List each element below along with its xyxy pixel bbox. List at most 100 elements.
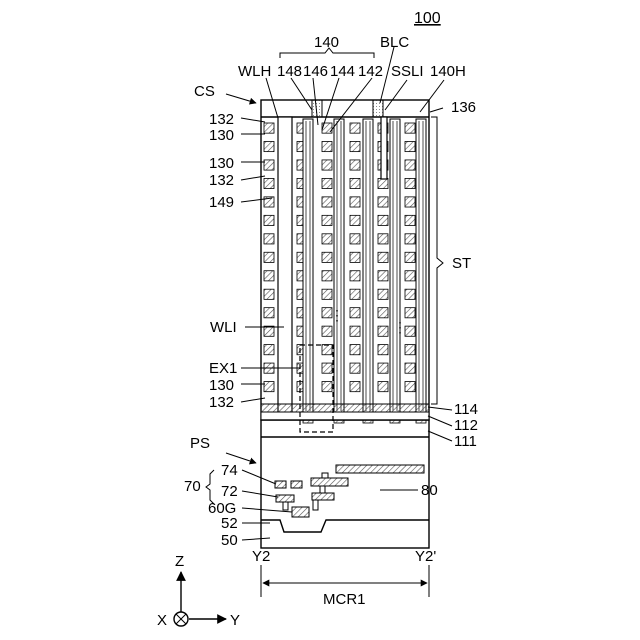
gate-electrode	[322, 271, 332, 281]
label-130-low: 130	[209, 377, 234, 394]
layer-112	[261, 412, 429, 420]
leader-111	[428, 431, 452, 441]
gate-electrode	[350, 178, 360, 188]
gate-electrode	[322, 197, 332, 207]
gate-electrode	[322, 234, 332, 244]
gate-electrode	[264, 345, 274, 355]
gate-electrode	[350, 363, 360, 373]
gate-electrode	[350, 160, 360, 170]
gate-electrode	[264, 178, 274, 188]
gate-electrode	[264, 308, 274, 318]
label-52: 52	[221, 515, 238, 532]
axis-label-y: Y	[230, 612, 240, 629]
gate-electrode	[350, 141, 360, 151]
gate-electrode	[405, 160, 415, 170]
wiring-line-72b	[276, 495, 294, 502]
label-ps: PS	[190, 435, 210, 452]
gate-electrode	[264, 382, 274, 392]
channel-structure	[390, 119, 400, 413]
label-wlh: WLH	[238, 63, 271, 80]
label-132-low: 132	[209, 394, 234, 411]
gate-electrode	[378, 308, 388, 318]
gate-60g	[292, 507, 309, 517]
leader-114	[428, 407, 452, 410]
gate-electrode	[264, 160, 274, 170]
gate-electrode	[350, 234, 360, 244]
leader-74	[242, 470, 276, 484]
label-146: 146	[303, 63, 328, 80]
label-blc: BLC	[380, 34, 409, 51]
gate-electrode	[405, 271, 415, 281]
channel-structure	[363, 119, 373, 413]
gate-electrode	[350, 345, 360, 355]
ellipsis-mark-1: ⋮	[330, 307, 344, 323]
label-144: 144	[330, 63, 355, 80]
gate-electrode	[378, 252, 388, 262]
gate-electrode	[405, 215, 415, 225]
label-cs: CS	[194, 83, 215, 100]
label-st: ST	[452, 255, 471, 272]
gate-electrode	[264, 215, 274, 225]
gate-electrode	[350, 215, 360, 225]
leader-72	[242, 491, 278, 497]
gate-electrode	[350, 123, 360, 133]
label-140: 140	[314, 34, 339, 51]
brace-st	[431, 117, 443, 404]
gate-electrode	[405, 178, 415, 188]
gate-electrode	[405, 141, 415, 151]
gate-electrode	[378, 197, 388, 207]
peripheral-structure	[261, 420, 429, 548]
gate-electrode	[322, 178, 332, 188]
gate-electrode	[405, 382, 415, 392]
gate-electrode	[405, 308, 415, 318]
leader-112	[428, 416, 452, 426]
gate-electrode	[378, 215, 388, 225]
gate-electrode	[405, 363, 415, 373]
label-132-mid: 132	[209, 172, 234, 189]
gate-electrode	[264, 234, 274, 244]
wiring-line-74c	[311, 478, 348, 486]
label-y2: Y2	[252, 548, 270, 565]
via-2	[320, 486, 325, 493]
label-149: 149	[209, 194, 234, 211]
wiring-line-74a	[275, 481, 286, 488]
gate-electrode	[322, 289, 332, 299]
label-y2-prime: Y2'	[415, 548, 436, 565]
label-142: 142	[358, 63, 383, 80]
label-132-top: 132	[209, 111, 234, 128]
gate-electrode	[405, 123, 415, 133]
leader-ssli	[385, 80, 407, 110]
leader-140h	[420, 80, 444, 112]
gate-electrode	[378, 326, 388, 336]
leader-148	[291, 78, 312, 110]
gate-electrode	[350, 271, 360, 281]
label-140h: 140H	[430, 63, 466, 80]
gate-electrode	[378, 271, 388, 281]
gate-electrode	[264, 252, 274, 262]
label-wli: WLI	[210, 319, 237, 336]
string-select-line-cut	[381, 117, 387, 179]
label-80: 80	[421, 482, 438, 499]
layer-114	[261, 404, 429, 412]
gate-electrode	[322, 215, 332, 225]
gate-electrode	[264, 271, 274, 281]
gate-electrode	[405, 252, 415, 262]
contact-plug-2	[313, 500, 318, 510]
gate-electrode	[350, 289, 360, 299]
via-1	[322, 473, 328, 478]
channel-structure	[416, 119, 426, 413]
gate-electrode	[378, 345, 388, 355]
channel-structure	[303, 119, 313, 413]
label-111: 111	[454, 433, 477, 450]
gate-electrode	[322, 252, 332, 262]
contact-plug-1	[283, 502, 288, 510]
gate-electrode	[322, 160, 332, 170]
gate-electrode	[405, 234, 415, 244]
gate-electrode	[378, 289, 388, 299]
leader-50	[242, 538, 270, 540]
leader-cs	[226, 94, 256, 103]
wiring-line-long	[336, 465, 424, 473]
cell-array-structure: ⋮ ⋮	[261, 100, 429, 432]
axis-label-z: Z	[175, 553, 184, 570]
